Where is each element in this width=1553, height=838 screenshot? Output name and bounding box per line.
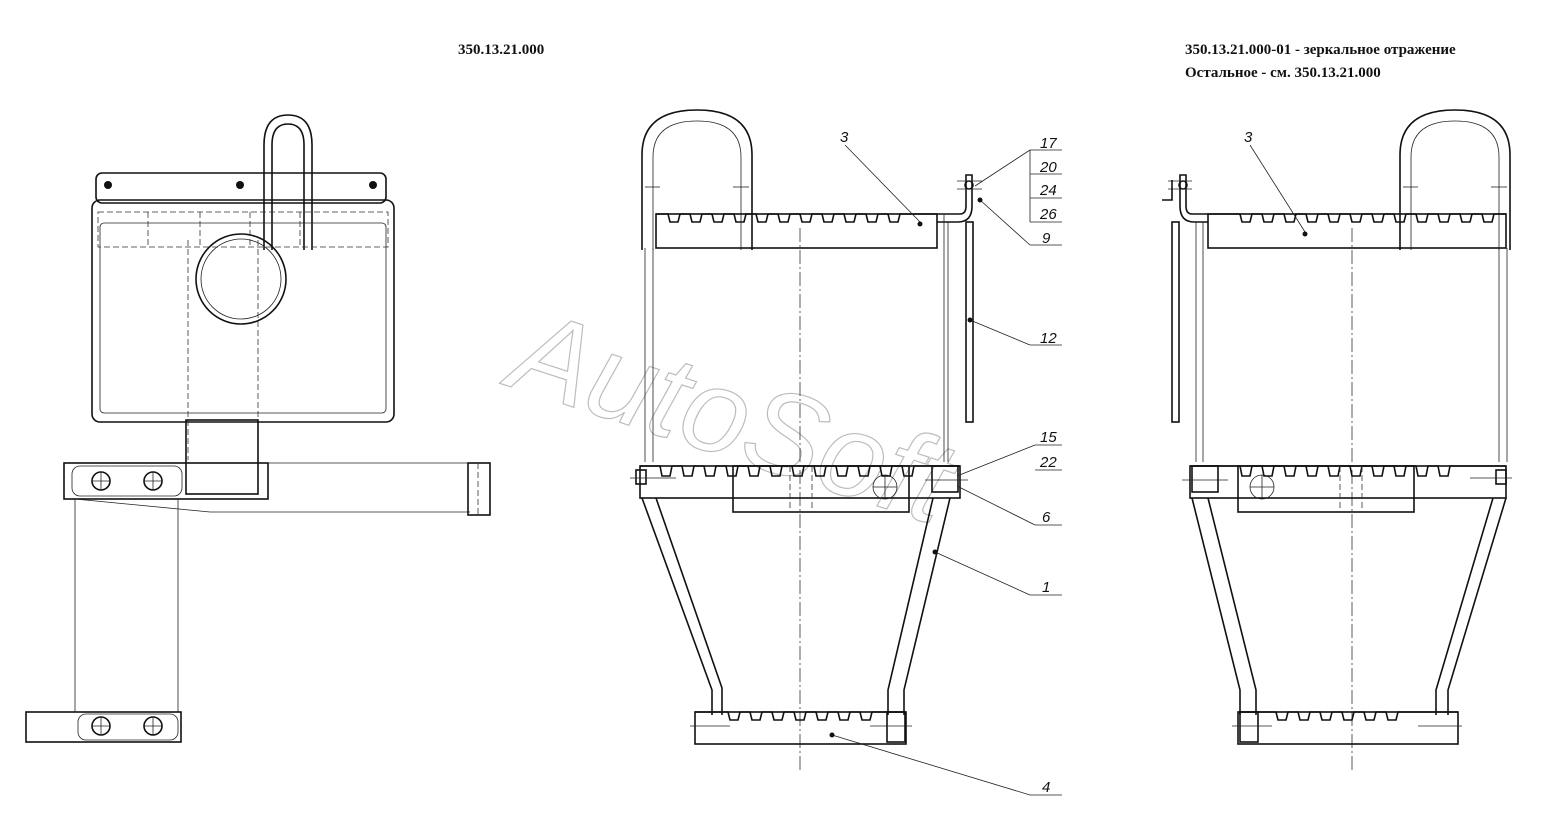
callout-15: 15 <box>1040 429 1057 446</box>
callout-9: 9 <box>1042 230 1051 247</box>
callout-6: 6 <box>1042 509 1051 526</box>
callout-1: 1 <box>1042 579 1050 596</box>
callout-3: 3 <box>840 129 849 146</box>
drawing-code-right: 350.13.21.000-01 - зеркальное отражение <box>1185 42 1456 58</box>
watermark: AutoSoft <box>491 282 972 551</box>
callout-17: 17 <box>1040 135 1057 152</box>
callout-20: 20 <box>1039 159 1057 176</box>
callout-22: 22 <box>1039 454 1057 471</box>
drawing-note-right: Остальное - см. 350.13.21.000 <box>1185 65 1381 81</box>
side-view <box>25 114 491 743</box>
callout-12: 12 <box>1040 330 1057 347</box>
callout-3-mirror: 3 <box>1244 129 1253 146</box>
mirror-view <box>1162 109 1512 770</box>
front-view <box>630 109 1062 796</box>
callout-24: 24 <box>1039 182 1057 199</box>
callout-4: 4 <box>1042 779 1050 796</box>
drawing-code-left: 350.13.21.000 <box>458 42 545 58</box>
callout-26: 26 <box>1039 206 1057 223</box>
